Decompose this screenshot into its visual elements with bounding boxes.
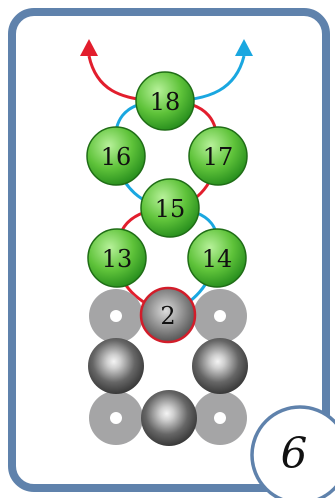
bead-15: 15 — [140, 178, 200, 238]
dark-bead-middle-right — [192, 338, 248, 394]
bead-2: 2 — [139, 286, 197, 344]
bead-16: 16 — [86, 126, 146, 186]
bead-14: 14 — [187, 228, 247, 288]
bead-13: 13 — [87, 228, 147, 288]
bead-13-label: 13 — [102, 245, 133, 273]
bead-14-label: 14 — [202, 245, 233, 273]
blue-arrow-icon — [235, 39, 253, 56]
dark-bead-bottom-center — [141, 390, 197, 446]
step-badge: 6 — [250, 405, 335, 498]
bead-18-label: 18 — [150, 88, 181, 116]
bead-15-label: 15 — [155, 195, 186, 223]
grey-bead-top-left — [89, 289, 143, 343]
bead-17-label: 17 — [203, 143, 234, 171]
bead-18: 18 — [135, 71, 195, 131]
grey-bead-bottom-left — [89, 391, 143, 445]
grey-bead-bottom-right — [193, 391, 247, 445]
dark-bead-middle-left — [88, 338, 144, 394]
red-arrow-icon — [80, 39, 98, 56]
step-number: 6 — [281, 429, 308, 478]
grey-bead-top-right — [193, 289, 247, 343]
bead-16-label: 16 — [101, 143, 132, 171]
bead-2-label: 2 — [160, 302, 175, 330]
bead-17: 17 — [188, 126, 248, 186]
